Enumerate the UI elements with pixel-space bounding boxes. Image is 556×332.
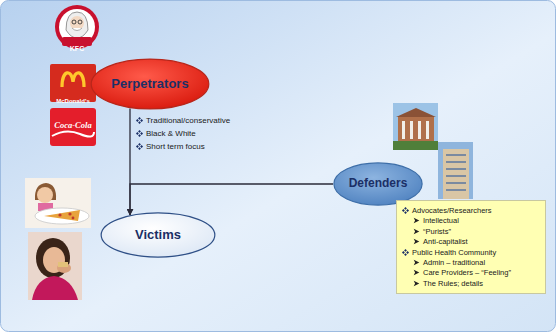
bullet-diamonds [136, 143, 143, 150]
list-text: Anti-capitalist [423, 237, 468, 246]
label-text: Coca-Cola [54, 120, 91, 130]
bullet-diamonds [136, 117, 143, 124]
label-text: Traditional/conservative [146, 116, 230, 126]
list-text: Intellectual [423, 216, 459, 225]
list-subitem: Anti-capitalist [413, 237, 540, 246]
list-item: Public Health Community [402, 248, 540, 257]
kfc-logo [55, 5, 99, 49]
bullet-arrow [413, 280, 420, 287]
list-subitem: The Rules; details [413, 279, 540, 288]
node-title: Perpetrators [111, 77, 188, 92]
victims-ellipse: Victims [100, 212, 216, 258]
coca-cola-logo [50, 108, 96, 146]
bullet-arrow [413, 269, 420, 276]
list-text: “Purists” [423, 227, 451, 236]
list-subitem: Intellectual [413, 216, 540, 225]
bullet-diamonds [136, 130, 143, 137]
bullet-arrow [413, 228, 420, 235]
list-subitem: Admin – traditional [413, 258, 540, 267]
pizza-photo [25, 178, 91, 228]
node-title: Victims [135, 228, 181, 243]
bullet-arrow [413, 217, 420, 224]
list-text: The Rules; details [423, 279, 483, 288]
label-text: Black & White [146, 129, 196, 139]
list-text: Care Providers – “Feeling” [423, 268, 511, 277]
bullet-arrow [413, 238, 420, 245]
connector-arrow [130, 184, 333, 215]
label-text: Short term focus [146, 142, 205, 152]
logo-text: McDonald's [50, 89, 96, 107]
list-subitem: Care Providers – “Feeling” [413, 268, 540, 277]
perpetrators-ellipse: Perpetrators [90, 58, 210, 110]
tower-photo [438, 142, 473, 199]
bullet-item: Short term focus [136, 142, 205, 152]
bullet-diamonds [402, 207, 409, 214]
building-photo [393, 103, 438, 150]
logo-text: Coca-Cola [50, 114, 96, 132]
label-text: KFC [70, 45, 84, 52]
eating-photo [28, 232, 82, 300]
list-item: Advocates/Researchers [402, 206, 540, 215]
bullet-item: Black & White [136, 129, 196, 139]
node-title: Defenders [349, 177, 408, 191]
list-text: Advocates/Researchers [412, 206, 492, 215]
list-text: Public Health Community [412, 248, 496, 257]
list-subitem: “Purists” [413, 227, 540, 236]
logo-text: KFC [62, 37, 92, 55]
bullet-item: Traditional/conservative [136, 116, 230, 126]
label-text: McDonald's [56, 98, 89, 104]
mcdonalds-logo [50, 64, 96, 102]
notes-box: Advocates/ResearchersIntellectual “Purist… [396, 200, 546, 294]
bullet-diamonds [402, 249, 409, 256]
bullet-arrow [413, 259, 420, 266]
list-text: Admin – traditional [423, 258, 485, 267]
